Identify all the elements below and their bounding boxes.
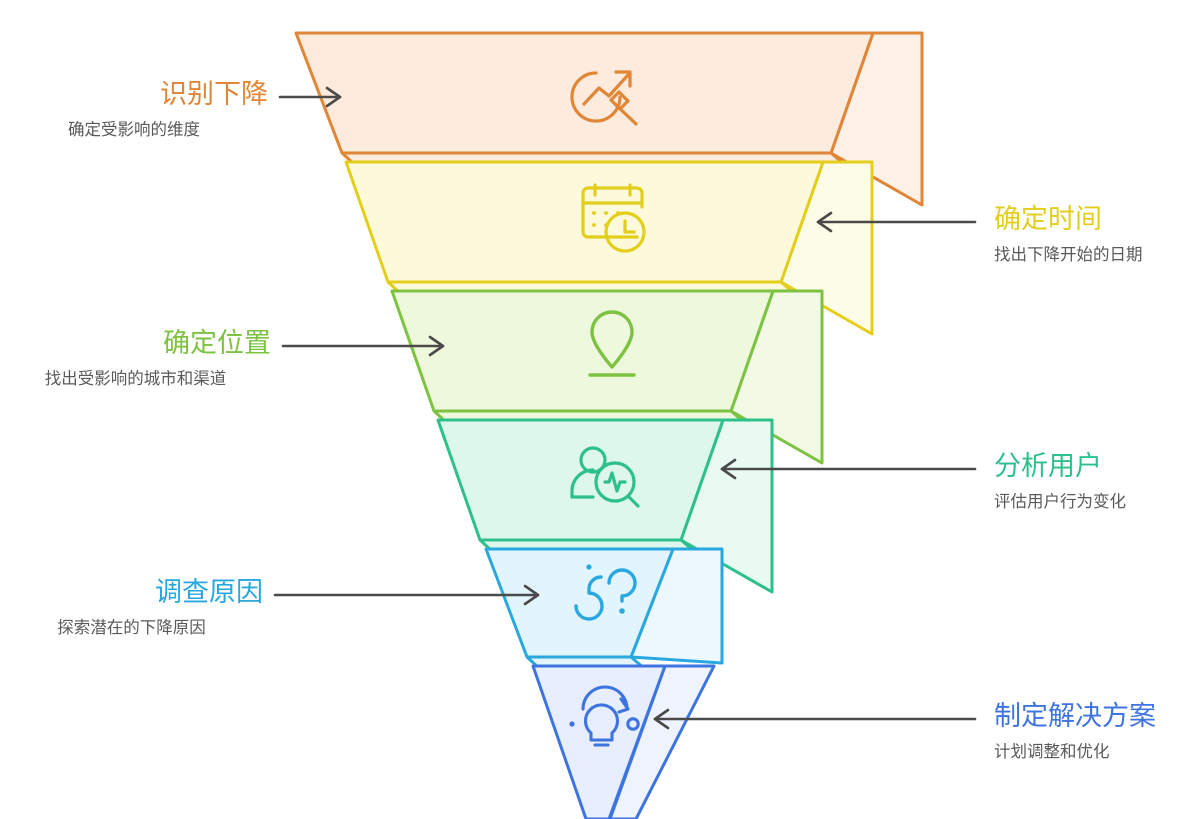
location-pin-icon (588, 310, 636, 377)
stage-2-title: 确定时间 (994, 204, 1102, 234)
question-marks-icon (574, 564, 637, 621)
calendar-clock-icon (581, 183, 646, 253)
stage-3-title: 确定位置 (163, 328, 271, 358)
stage-6-subtitle: 计划调整和优化 (994, 743, 1110, 762)
stage-label-3: 确定位置 找出受影响的城市和渠道 (0, 328, 271, 390)
stage-5-subtitle: 探索潜在的下降原因 (57, 619, 206, 638)
stage-3-subtitle: 找出受影响的城市和渠道 (44, 370, 227, 389)
connector-arrow-2 (816, 211, 977, 233)
stage-2-subtitle: 找出下降开始的日期 (994, 246, 1143, 265)
connector-arrow-6 (653, 708, 977, 730)
stage-label-1: 识别下降 确定受影响的维度 (0, 79, 268, 141)
stage-4-front-face (436, 418, 725, 542)
stage-label-5: 调查原因 探索潜在的下降原因 (0, 577, 263, 639)
stage-1-title: 识别下降 (160, 79, 268, 109)
connector-arrow-4 (720, 458, 977, 480)
lightbulb-refresh-icon (569, 685, 640, 747)
stage-label-2: 确定时间 找出下降开始的日期 (994, 204, 1143, 266)
funnel-stage-6[interactable] (531, 664, 716, 819)
stage-6-front-face (531, 664, 667, 819)
stage-3-front-face (390, 289, 775, 413)
stage-1-front-face (294, 31, 875, 155)
connector-arrows (273, 86, 977, 730)
funnel-stage-5[interactable] (484, 547, 724, 671)
stage-6-title: 制定解决方案 (994, 701, 1156, 731)
stage-4-subtitle: 评估用户行为变化 (994, 493, 1126, 512)
funnel-stage-4[interactable] (436, 418, 774, 594)
connector-arrow-1 (278, 86, 342, 108)
stage-1-subtitle: 确定受影响的维度 (68, 121, 200, 140)
stage-label-4: 分析用户 评估用户行为变化 (994, 451, 1126, 513)
stage-label-6: 制定解决方案 计划调整和优化 (994, 701, 1156, 763)
trend-magnifier-icon (570, 70, 638, 126)
connector-arrow-5 (273, 584, 540, 606)
user-analysis-icon (570, 446, 640, 508)
stage-4-title: 分析用户 (994, 451, 1102, 481)
connector-arrow-3 (281, 335, 445, 357)
stage-5-title: 调查原因 (155, 577, 263, 607)
